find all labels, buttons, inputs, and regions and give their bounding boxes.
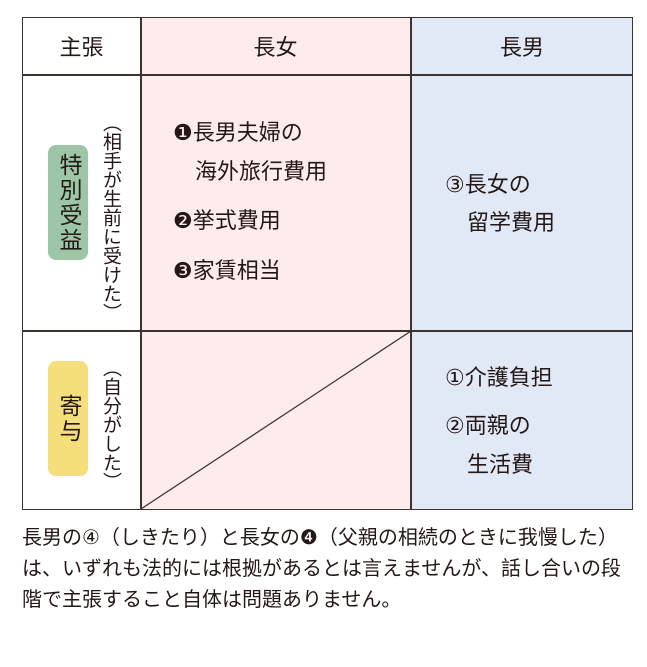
son-contribution-item: ②両親の [445,414,531,439]
contribution-note: （自分がした） [100,358,122,491]
special-benefit-note: （相手が生前に受けた） [100,113,122,322]
header-eldest-daughter: 長女 [253,36,298,61]
divider [140,18,142,509]
header-eldest-son: 長男 [499,36,544,61]
divider [23,74,632,76]
son-column-bg [411,18,632,509]
son-contribution-item: ①介護負担 [445,366,553,391]
daughter-item: 海外旅行費用 [173,160,328,185]
divider [23,330,632,332]
son-special-item: 留学費用 [445,211,556,236]
empty-cell-diagonal [141,331,411,509]
special-benefit-badge: 特別受益 [48,145,88,260]
claims-table: 主張 長女 長男 特別受益 （相手が生前に受けた） 寄与 （自分がした） ❶長男… [22,17,633,510]
daughter-item: ❶長男夫婦の [173,121,303,146]
contribution-badge: 寄与 [48,361,88,476]
son-contribution-item: 生活費 [445,453,534,478]
header-claim: 主張 [59,36,104,61]
divider [410,18,412,509]
caption: 長男の④（しきたり）と長女の❹（父親の相続のときに我慢した）は、いずれも法的には… [22,525,621,611]
son-special-item: ③長女の [445,173,531,198]
daughter-item: ❸家賃相当 [173,259,281,284]
daughter-item: ❷挙式費用 [173,209,281,234]
daughter-column-bg [140,18,410,509]
